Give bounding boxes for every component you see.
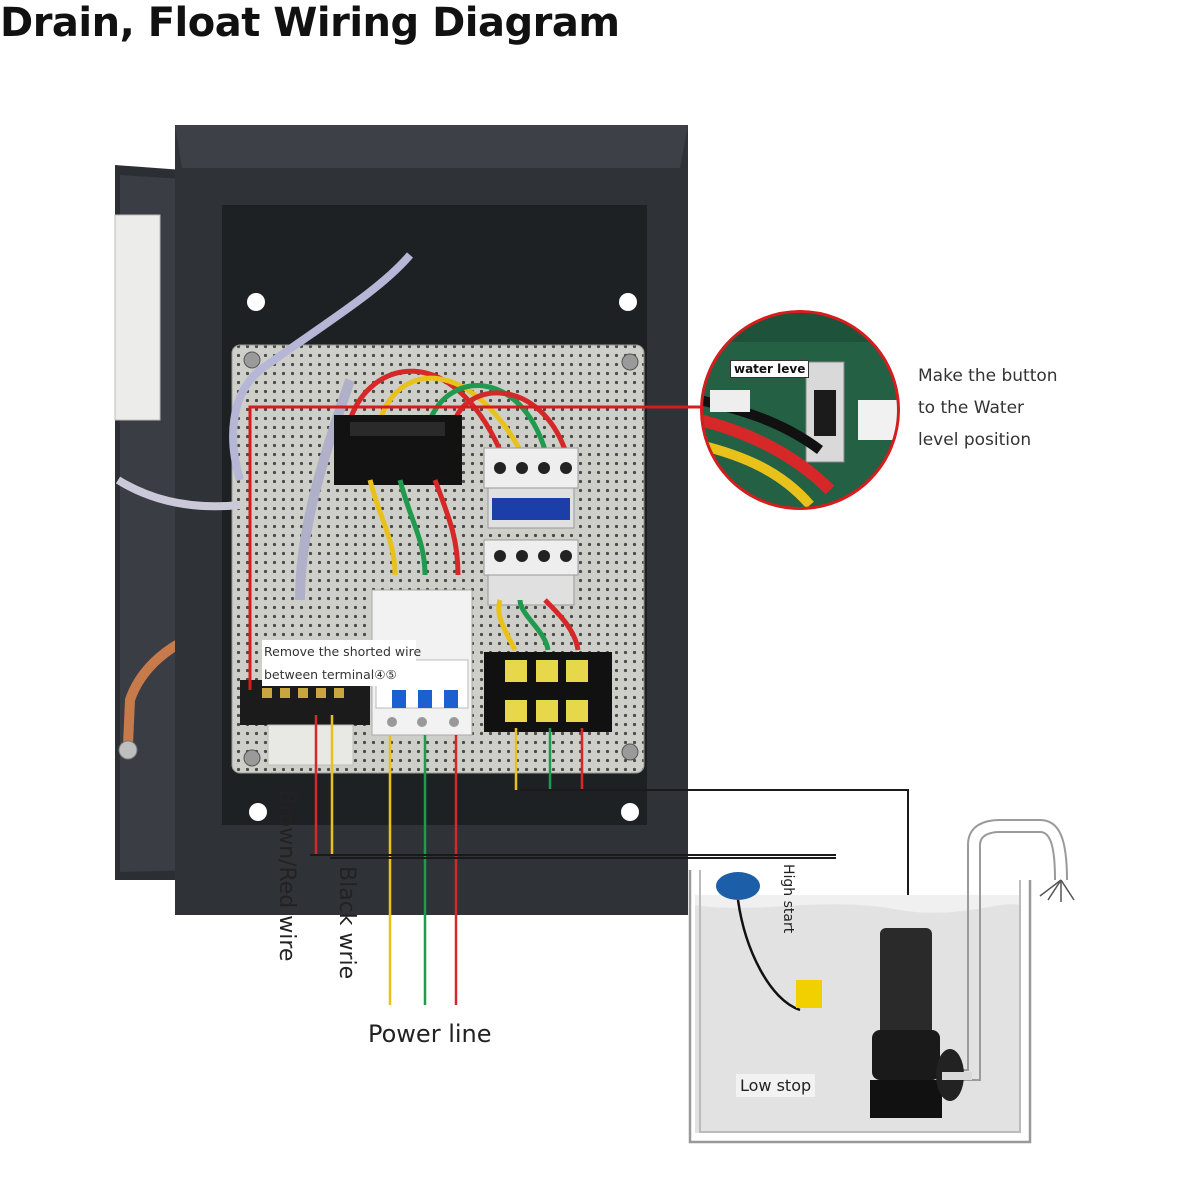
- discharge-pipe: [960, 819, 1068, 1081]
- low-stop-label: Low stop: [736, 1074, 816, 1097]
- black-wire-label: Black wrie: [334, 866, 359, 980]
- brown-red-wire-label: Brown/Red wire: [274, 790, 299, 962]
- shorted-note-line2: between terminal④⑤: [264, 667, 397, 682]
- contactor-lower: [483, 539, 579, 606]
- high-start-label: High start: [780, 864, 796, 934]
- float-switch: [716, 872, 822, 1012]
- diagram-title: Drain, Float Wiring Diagram: [0, 0, 620, 46]
- control-terminal-strip: [240, 680, 370, 766]
- water-level-inset: [700, 310, 900, 510]
- contactor-upper: [483, 447, 579, 529]
- shorted-note-line1: Remove the shorted wire: [264, 644, 422, 659]
- callout-line2: to the Water: [918, 398, 1025, 418]
- output-terminal-block: [484, 652, 612, 732]
- shorted-wire-note: Remove the shorted wire between terminal…: [262, 640, 422, 686]
- water-level-callout: Make the button to the Water level posit…: [918, 360, 1058, 456]
- callout-line3: level position: [918, 430, 1032, 450]
- callout-line1: Make the button: [918, 366, 1058, 386]
- water-level-inset-label: water leve: [730, 360, 810, 378]
- power-line-label: Power line: [368, 1020, 492, 1048]
- submersible-pump: [870, 928, 972, 1118]
